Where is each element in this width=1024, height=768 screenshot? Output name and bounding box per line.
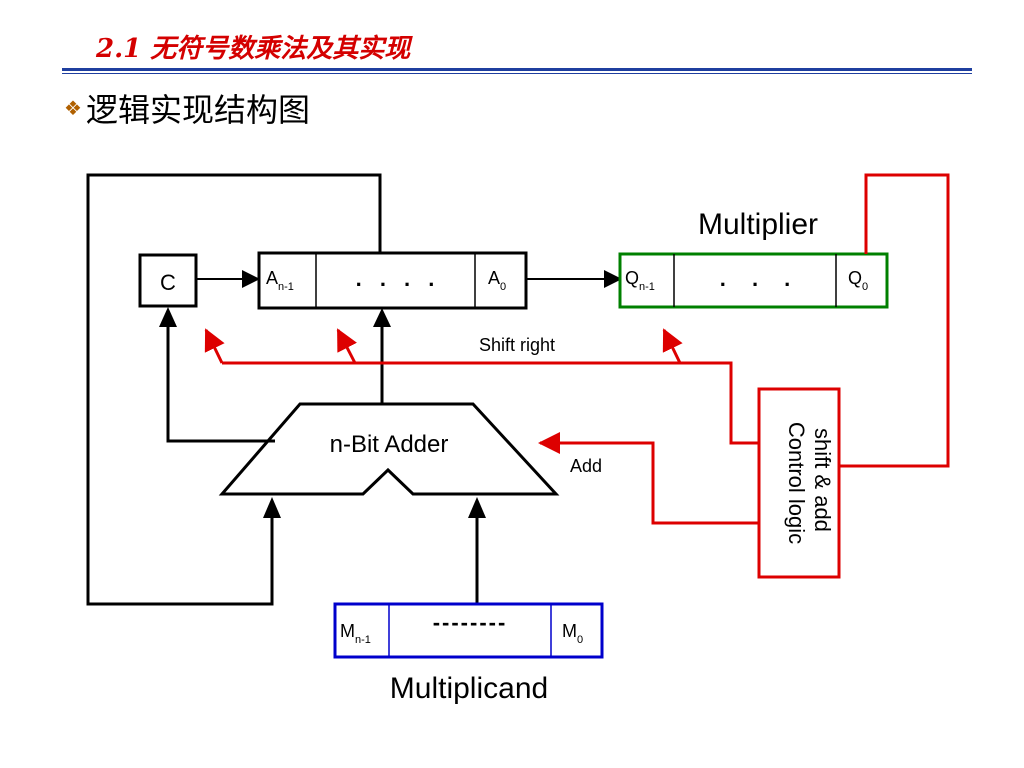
shift-to-c-wire <box>204 328 225 364</box>
control-logic-label: shift & add Control logic <box>784 422 835 544</box>
adder-left-input-arrow <box>263 497 281 518</box>
m-high-cell: Mn-1 <box>340 621 371 646</box>
add-wire <box>538 432 759 525</box>
add-label: Add <box>570 456 602 476</box>
q-high-cell: Qn-1 <box>625 268 655 293</box>
shift-right-label: Shift right <box>479 335 555 355</box>
shift-to-a-wire <box>336 328 357 364</box>
m-dots: -------- <box>433 610 508 635</box>
c-register-label: C <box>160 270 176 295</box>
carry-wire <box>166 326 275 443</box>
bullet-text: 逻辑实现结构图 <box>85 91 310 129</box>
a-to-q-arrow <box>604 270 622 288</box>
diamond-bullet-icon: ❖ <box>64 96 82 120</box>
shift-to-q-wire <box>662 328 683 364</box>
title-rule-thin <box>62 73 972 74</box>
a-low-cell: A0 <box>488 268 506 293</box>
multiplicand-label: Multiplicand <box>390 672 548 705</box>
q-register <box>618 252 889 309</box>
q-dots: . . . <box>720 266 801 291</box>
adder-to-a-arrow <box>373 308 391 327</box>
m-register <box>333 602 604 659</box>
c-register <box>138 253 198 308</box>
adder-right-input-arrow <box>468 497 486 518</box>
a-dots: . . . . <box>356 266 441 291</box>
n-bit-adder <box>218 402 560 496</box>
c-to-a-arrow <box>242 270 260 288</box>
shift-bus <box>222 361 759 445</box>
adder-label: n-Bit Adder <box>330 431 449 458</box>
carry-to-c-arrow <box>159 307 177 327</box>
m-low-cell: M0 <box>562 621 583 646</box>
multiplier-label: Multiplier <box>698 208 818 241</box>
slide-title: 2.1 无符号数乘法及其实现 <box>96 34 411 64</box>
q0-to-control-wire <box>839 173 950 468</box>
bullet-heading: ❖ 逻辑实现结构图 <box>64 85 310 131</box>
feedback-wire <box>86 173 382 606</box>
title-rule-thick <box>62 68 972 71</box>
a-high-cell: An-1 <box>266 268 294 293</box>
a-register <box>257 251 528 310</box>
q-low-cell: Q0 <box>848 268 868 293</box>
control-logic-box <box>757 387 841 579</box>
